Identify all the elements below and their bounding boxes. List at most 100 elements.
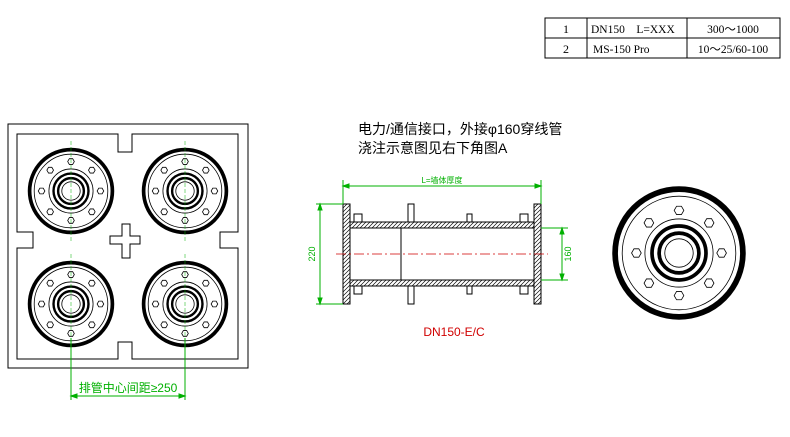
conduit-flange-1-bolt-icon (88, 208, 96, 216)
hatch-line (427, 221, 435, 229)
hatch-line (371, 221, 379, 229)
conduit-flange-1-bolt-icon (37, 187, 46, 195)
hatch-line (342, 268, 351, 277)
hatch-line (363, 221, 371, 229)
conduit-bank-frame (7, 123, 249, 369)
hatch-line (533, 203, 539, 209)
hatch-line (483, 221, 491, 229)
hatch-line (533, 276, 542, 285)
hatch-line (407, 221, 415, 229)
hatch-line (342, 232, 351, 241)
hatch-line (342, 260, 351, 269)
hatch-line (342, 240, 351, 249)
pipe-label: 160 (563, 246, 573, 261)
length-dimension (341, 180, 543, 204)
conduit-flange-4-bolt-icon (151, 300, 160, 308)
hatch-line (342, 292, 351, 301)
conduit-flange-4-bolt-icon (160, 279, 168, 287)
end-flange-hub (644, 218, 714, 288)
hatch-line (537, 300, 542, 305)
hatch-line (395, 279, 403, 287)
hatch-line (447, 279, 455, 287)
hatch-line (349, 279, 355, 285)
hatch-line (533, 296, 542, 305)
end-flange-outer-ring (612, 186, 746, 320)
hatch-line (519, 279, 527, 287)
hatch-line (342, 244, 351, 253)
hatch-line (342, 204, 351, 213)
hatch-line (383, 279, 391, 287)
hatch-line (342, 208, 351, 217)
hatch-line (511, 279, 519, 287)
hatch-line (533, 264, 542, 273)
hatch-line (479, 279, 487, 287)
end-flange-flange-edge (621, 195, 737, 311)
hatch-line (533, 240, 542, 249)
hatch-line (342, 276, 351, 285)
hatch-line (523, 279, 531, 287)
hatch-line (363, 279, 371, 287)
hatch-line (415, 279, 423, 287)
part-label: DN150-E/C (423, 325, 485, 339)
hatch-line (367, 279, 375, 287)
conduit-flange-3-bolt-icon (46, 321, 54, 329)
conduit-flange-2-bolt-icon (151, 187, 160, 195)
length-label: L=墙体厚度 (421, 175, 462, 185)
hatch-line (533, 208, 542, 217)
hatch-line (503, 279, 511, 287)
hatch-line (443, 279, 451, 287)
end-flange-bolt-icon (673, 291, 685, 301)
table-row-2-range: 10～25/60-100 (698, 44, 769, 56)
hatch-line (342, 212, 351, 221)
hatch-line (411, 279, 419, 287)
end-flange-bolt-icon (703, 278, 715, 288)
hatch-line (342, 280, 351, 289)
conduit-flange-2-bolt-icon (210, 187, 219, 195)
hatch-line (533, 272, 542, 281)
table-row-1-model: DN150 L=XXX (591, 24, 675, 36)
hatch-line (463, 221, 471, 229)
hatch-line (499, 221, 507, 229)
conduit-flange-3-bolt-icon (37, 300, 46, 308)
hatch-line (342, 248, 351, 257)
hatch-line (515, 221, 523, 229)
spacing-dimension (69, 338, 187, 400)
hatch-line (355, 221, 363, 229)
hatch-line (507, 221, 515, 229)
hatch-line (355, 279, 363, 287)
hatch-line (342, 203, 348, 209)
hatch-line (342, 296, 351, 305)
hatch-line (342, 288, 351, 297)
hatch-line (403, 279, 411, 287)
hatch-line (367, 221, 375, 229)
table-row-1-range: 300～1000 (707, 24, 759, 36)
conduit-flange-1-bolt-icon (46, 208, 54, 216)
hatch-line (387, 221, 395, 229)
end-flange-bolt-icon (673, 205, 685, 215)
hatch-line (431, 221, 439, 229)
hatch-line (411, 221, 419, 229)
hatch-line (395, 221, 403, 229)
height-label: 220 (307, 246, 317, 261)
conduit-group (27, 141, 229, 354)
hatch-line (467, 221, 475, 229)
hatch-line (351, 279, 359, 287)
hatch-line (375, 221, 383, 229)
hatch-line (443, 221, 451, 229)
hatch-line (407, 279, 415, 287)
hatch-line (491, 221, 499, 229)
end-flange-bolt-icon (703, 218, 715, 228)
end-flange (612, 186, 746, 320)
hatch-line (342, 216, 351, 225)
hatch-line (471, 279, 479, 287)
hatch-line (479, 221, 487, 229)
hatch-line (451, 279, 459, 287)
hatch-line (523, 221, 531, 229)
hatch-line (423, 279, 431, 287)
hatch-line (487, 279, 495, 287)
end-view (612, 186, 746, 320)
hatch-line (371, 279, 379, 287)
hatch-line (391, 221, 399, 229)
conduit-flange-1-bore (61, 181, 81, 201)
conduit-flange-4-bolt-icon (202, 321, 210, 329)
